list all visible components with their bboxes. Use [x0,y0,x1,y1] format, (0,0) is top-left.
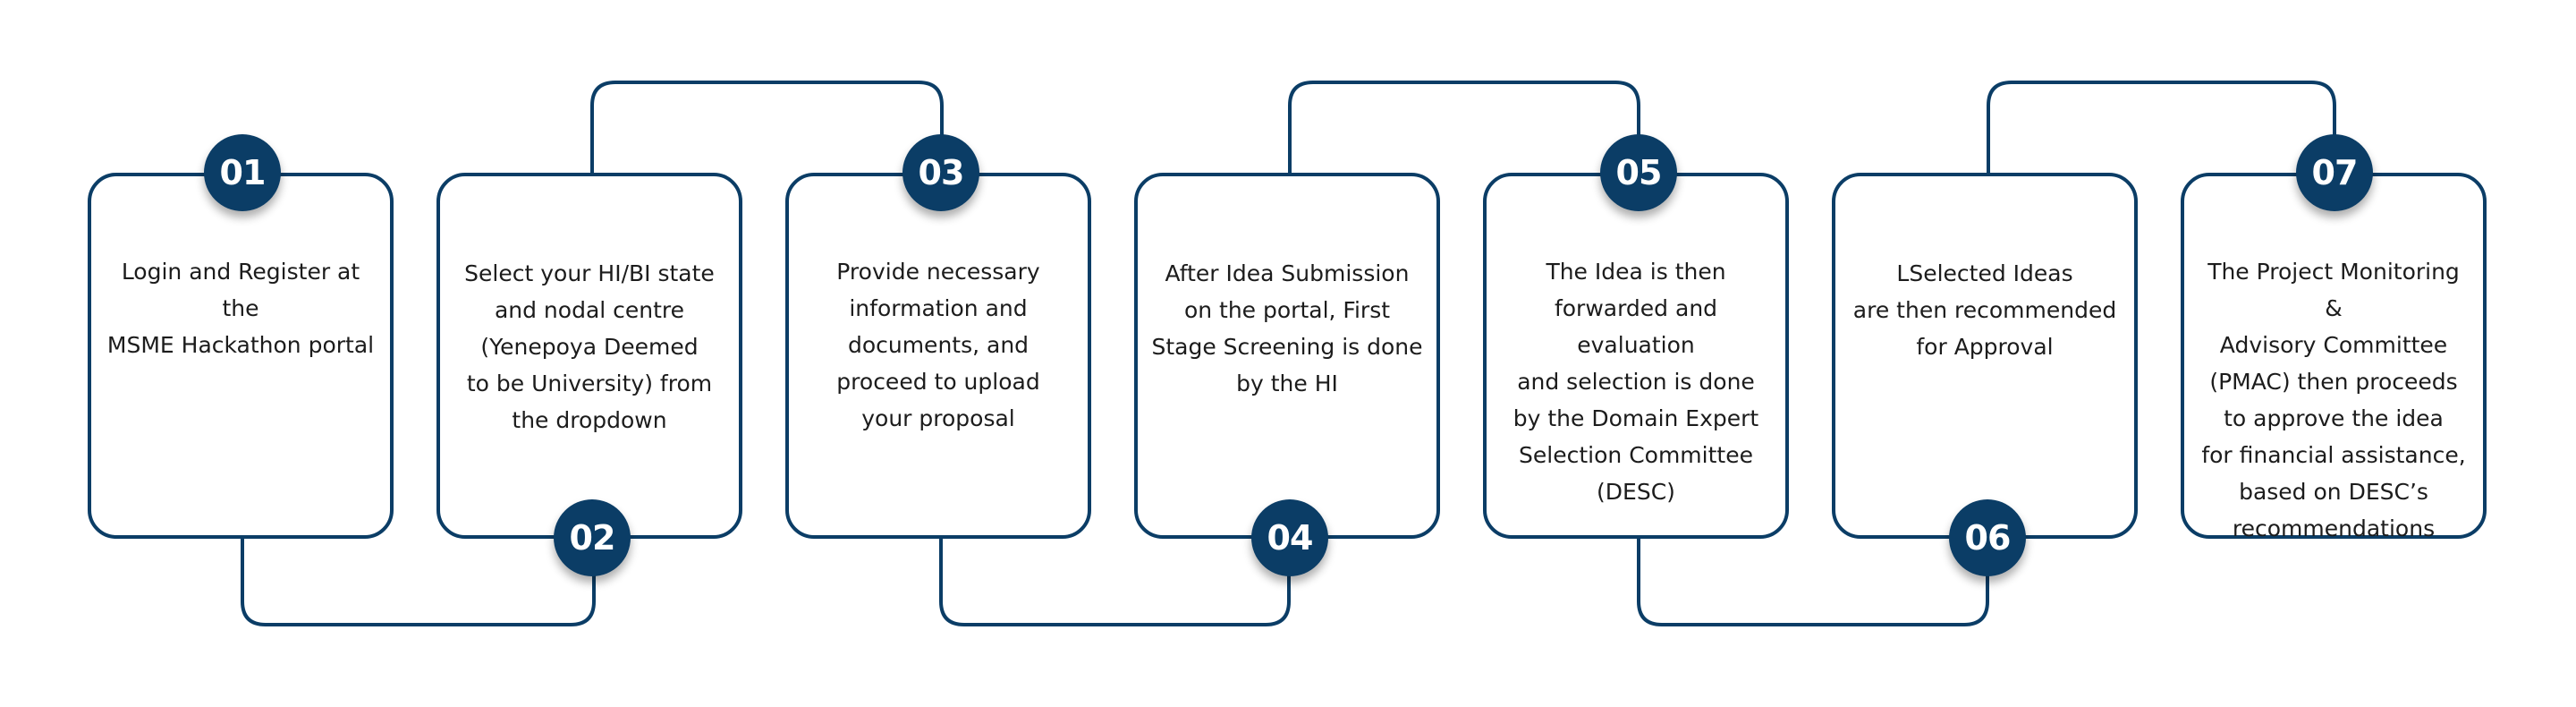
step-number-badge-03: 03 [902,134,979,211]
step-text-01: Login and Register at the MSME Hackathon… [106,259,375,358]
step-card-03: Provide necessary information and docume… [785,173,1091,539]
connector-01-02 [241,538,596,626]
step-text-03: Provide necessary information and docume… [836,259,1040,431]
connector-02-03 [590,81,944,173]
step-text-02: Select your HI/BI state and nodal centre… [464,260,715,433]
connector-05-06 [1637,538,1989,626]
step-text-07: The Project Monitoring & Advisory Commit… [2201,259,2466,541]
step-card-05: The Idea is then forwarded and evaluatio… [1483,173,1789,539]
connector-06-07 [1987,81,2336,173]
step-number-badge-05: 05 [1600,134,1677,211]
step-card-02: Select your HI/BI state and nodal centre… [436,173,742,539]
connector-03-04 [939,538,1291,626]
step-card-06: LSelected Ideas are then recommended for… [1832,173,2138,539]
step-card-07: The Project Monitoring & Advisory Commit… [2181,173,2487,541]
step-number-badge-07: 07 [2296,134,2373,211]
step-text-06: LSelected Ideas are then recommended for… [1852,260,2117,360]
step-number-badge-04: 04 [1251,499,1328,576]
step-number-badge-02: 02 [554,499,631,576]
step-card-04: After Idea Submission on the portal, Fir… [1134,173,1440,539]
step-number-badge-06: 06 [1949,499,2026,576]
step-text-05: The Idea is then forwarded and evaluatio… [1513,259,1759,505]
step-card-01: Login and Register at the MSME Hackathon… [88,173,394,539]
step-text-04: After Idea Submission on the portal, Fir… [1151,260,1423,396]
connector-04-05 [1288,81,1640,173]
step-number-badge-01: 01 [204,134,281,211]
